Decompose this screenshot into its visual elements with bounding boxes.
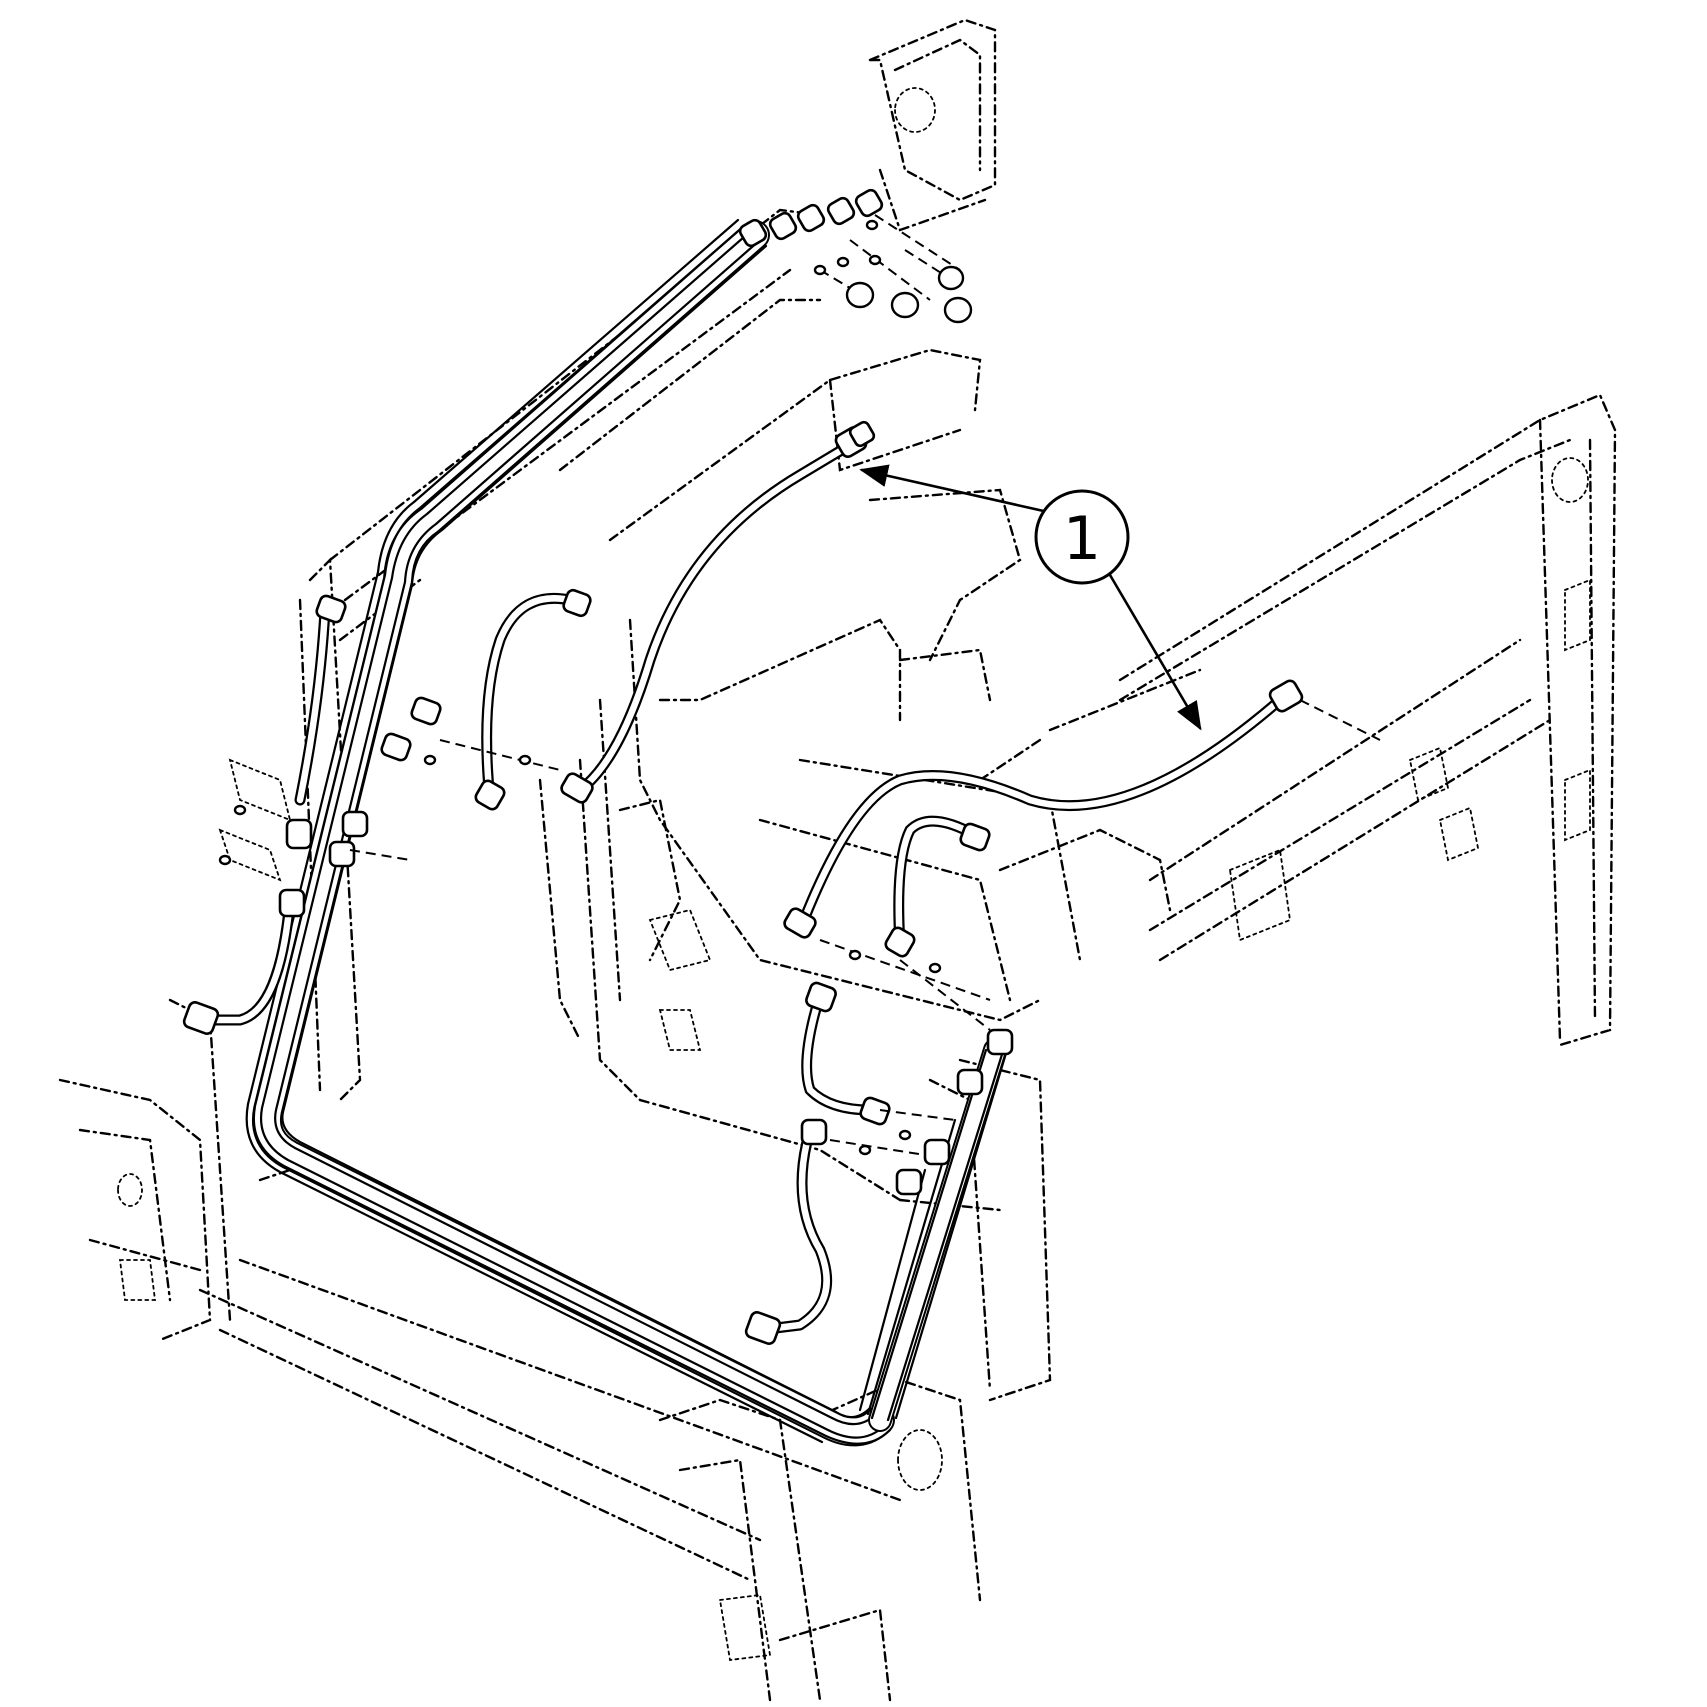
callout-label: 1	[1063, 504, 1101, 574]
fittings	[182, 188, 1304, 1345]
hose-assembly	[574, 439, 1286, 936]
machine-frame-phantom	[58, 18, 1617, 1702]
callout-circle	[1034, 489, 1130, 585]
flexible-hoses	[194, 439, 1286, 1336]
steel-tube-bundle	[245, 218, 1012, 1447]
nut-icon	[845, 265, 973, 324]
fitting-icon	[738, 188, 884, 248]
nuts-and-washers	[218, 214, 1381, 1156]
arrow-head-icon	[859, 464, 1050, 514]
callout-1: 1	[859, 464, 1202, 731]
